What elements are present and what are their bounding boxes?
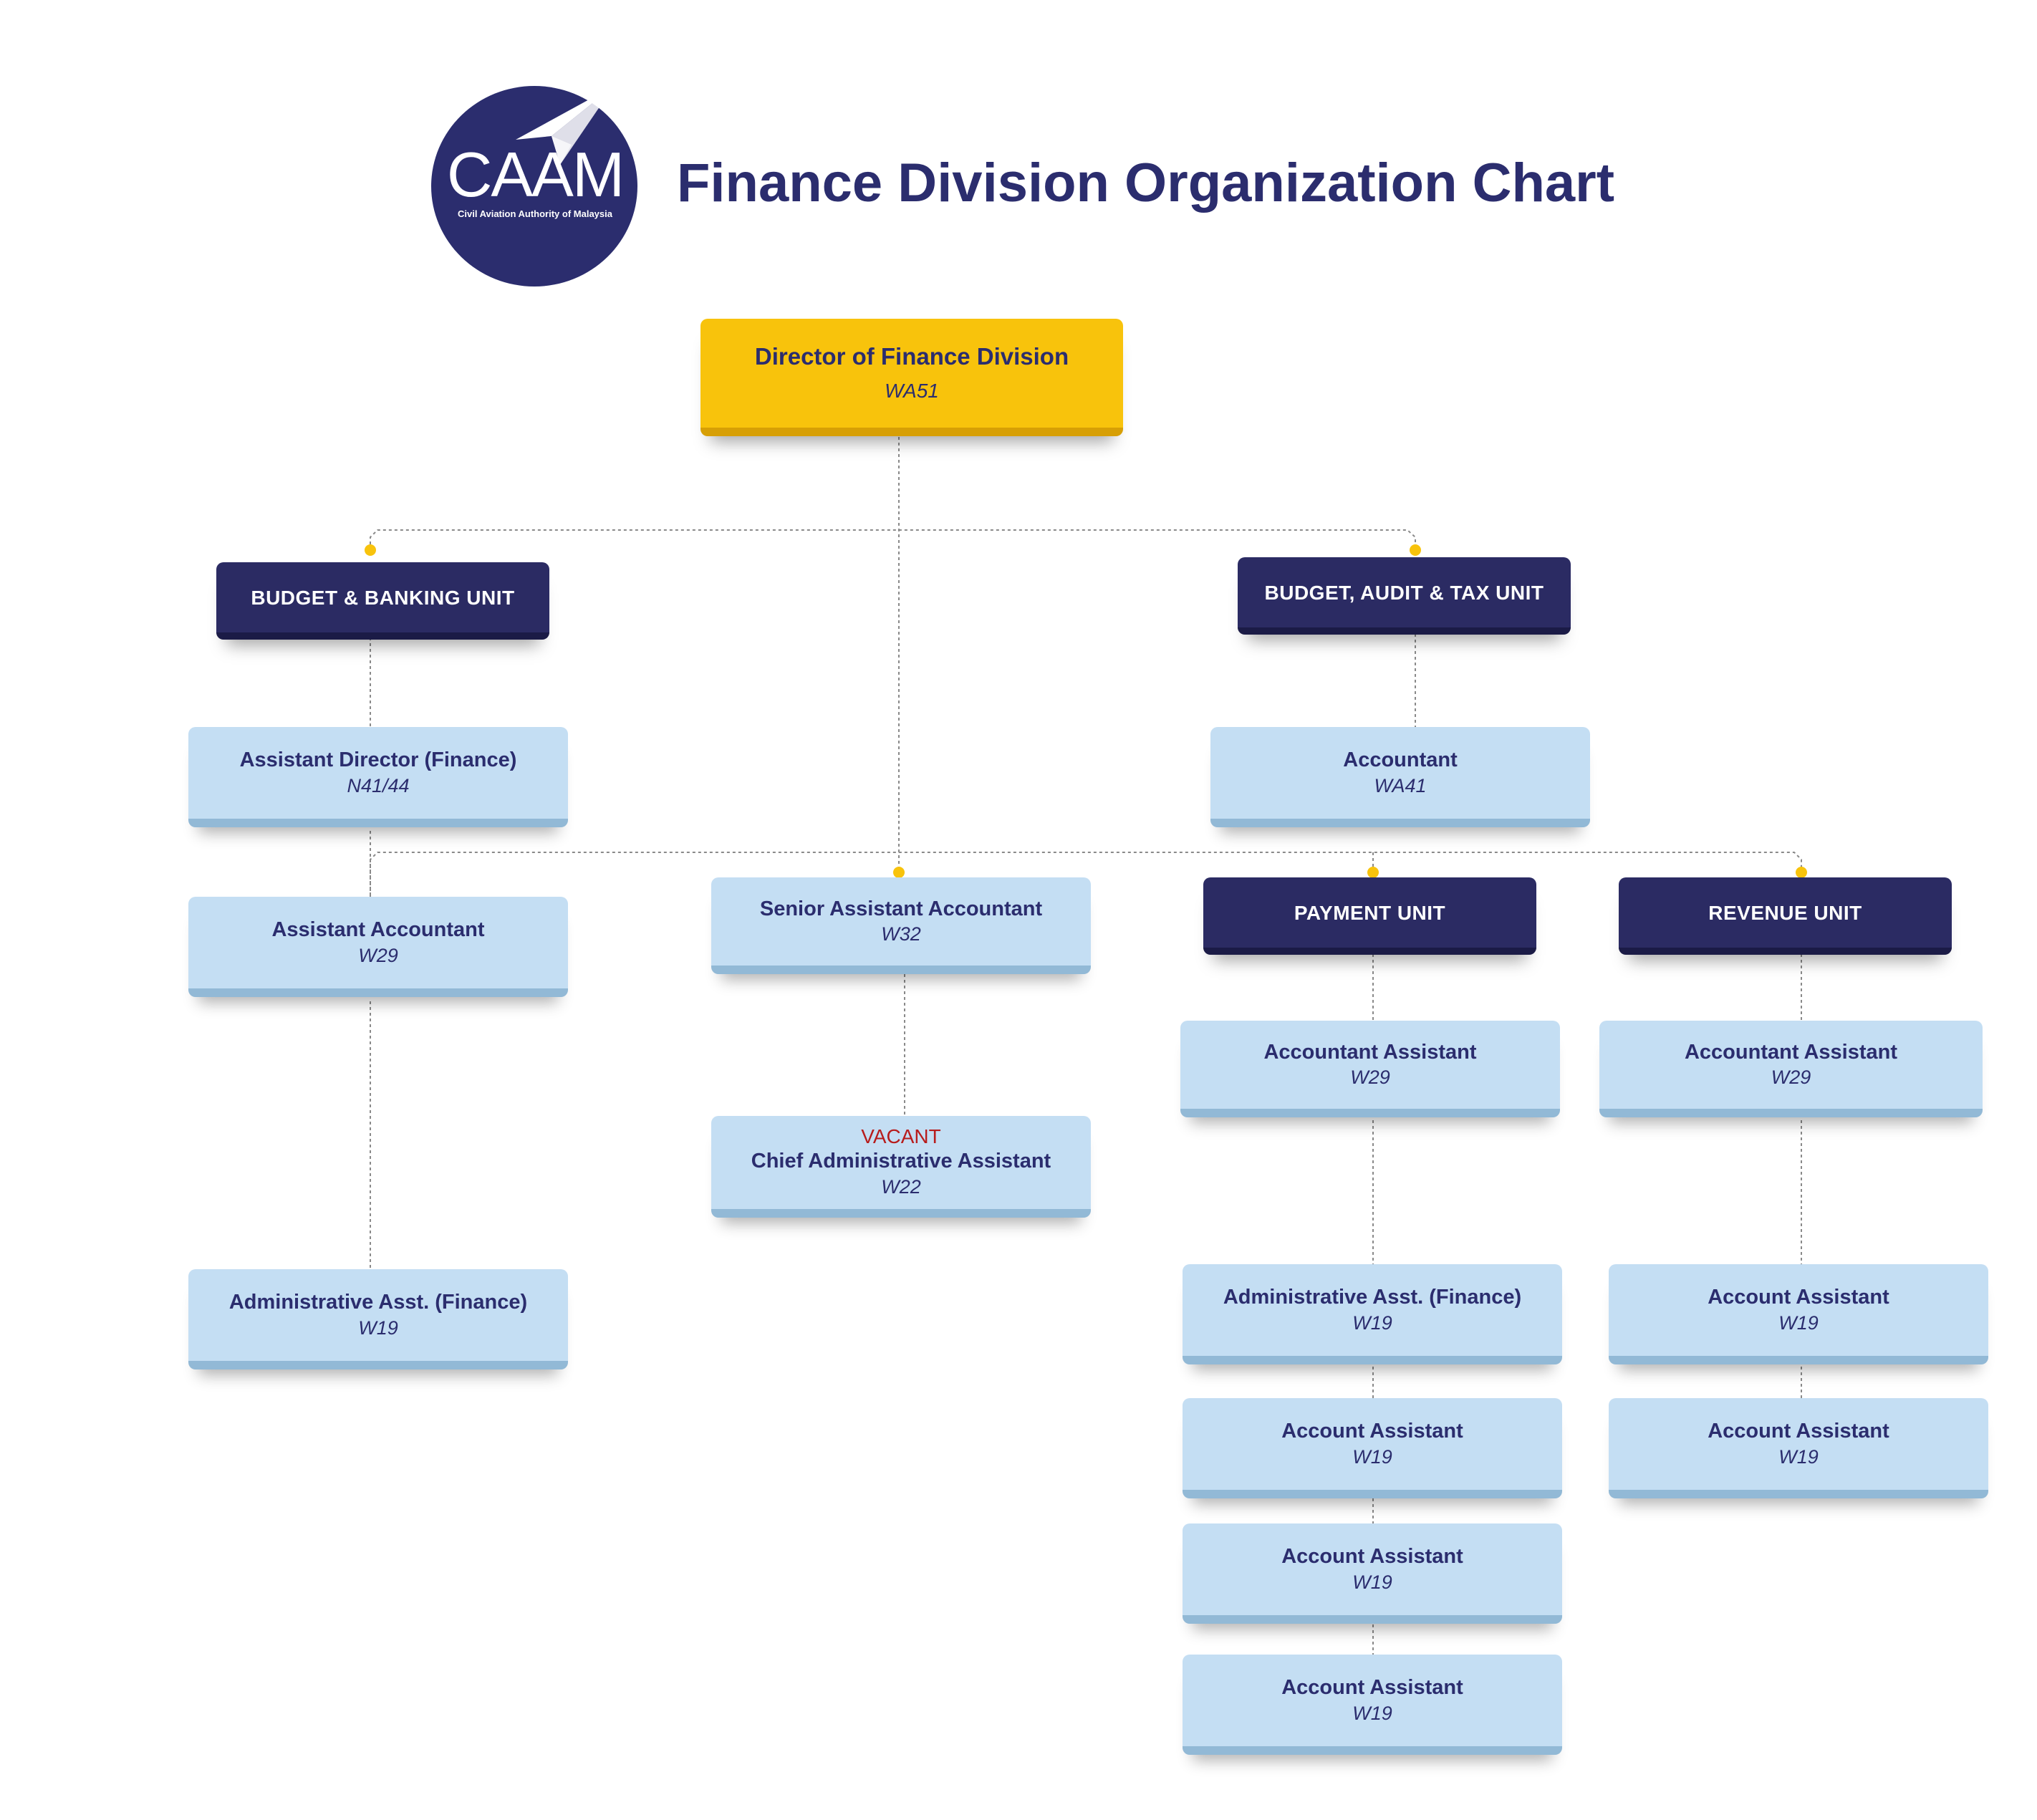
position-title: Account Assistant <box>1281 1420 1463 1443</box>
chief-administrative-assistant-box: VACANT Chief Administrative Assistant W2… <box>711 1116 1091 1218</box>
assistant-director-box: Assistant Director (Finance) N41/44 <box>188 727 568 827</box>
accountant-box: Accountant WA41 <box>1210 727 1590 827</box>
logo-subtext: Civil Aviation Authority of Malaysia <box>458 208 612 219</box>
director-grade: WA51 <box>885 380 939 403</box>
position-grade: W19 <box>1352 1571 1392 1593</box>
position-grade: W29 <box>1771 1067 1811 1089</box>
position-title: Chief Administrative Assistant <box>751 1150 1051 1173</box>
position-grade: W19 <box>1352 1702 1392 1724</box>
position-title: Accountant Assistant <box>1263 1040 1477 1064</box>
position-grade: W19 <box>1778 1311 1819 1334</box>
senior-assistant-accountant-box: Senior Assistant Accountant W32 <box>711 877 1091 974</box>
director-title: Director of Finance Division <box>754 343 1069 370</box>
unit-label: BUDGET & BANKING UNIT <box>251 586 515 609</box>
position-grade: W19 <box>1352 1311 1392 1334</box>
budget-audit-tax-unit: BUDGET, AUDIT & TAX UNIT <box>1238 557 1571 635</box>
position-grade: W19 <box>358 1316 398 1339</box>
position-title: Account Assistant <box>1281 1676 1463 1700</box>
assistant-accountant-box: Assistant Accountant W29 <box>188 897 568 997</box>
position-grade: N41/44 <box>347 774 410 796</box>
position-title: Account Assistant <box>1281 1545 1463 1569</box>
position-grade: W22 <box>881 1175 921 1198</box>
revenue-unit: REVENUE UNIT <box>1619 877 1952 955</box>
revenue-account-assistant-box: Account Assistant W19 <box>1609 1398 1988 1498</box>
position-grade: W19 <box>1352 1445 1392 1468</box>
payment-unit: PAYMENT UNIT <box>1203 877 1536 955</box>
position-title: Accountant Assistant <box>1684 1040 1898 1064</box>
position-title: Account Assistant <box>1708 1286 1889 1309</box>
administrative-asst-box: Administrative Asst. (Finance) W19 <box>188 1269 568 1369</box>
position-grade: WA41 <box>1374 774 1427 796</box>
position-grade: W32 <box>881 923 921 945</box>
position-grade: W29 <box>358 944 398 966</box>
unit-label: PAYMENT UNIT <box>1294 901 1446 924</box>
payment-account-assistant-box: Account Assistant W19 <box>1183 1655 1562 1755</box>
vacant-status: VACANT <box>861 1125 941 1148</box>
director-box: Director of Finance Division WA51 <box>700 319 1123 436</box>
position-title: Assistant Director (Finance) <box>239 748 517 772</box>
position-title: Assistant Accountant <box>271 918 485 942</box>
unit-label: BUDGET, AUDIT & TAX UNIT <box>1264 581 1544 604</box>
payment-administrative-asst-box: Administrative Asst. (Finance) W19 <box>1183 1264 1562 1364</box>
payment-account-assistant-box: Account Assistant W19 <box>1183 1398 1562 1498</box>
caam-logo: CAAM Civil Aviation Authority of Malaysi… <box>431 86 637 287</box>
position-title: Administrative Asst. (Finance) <box>228 1291 528 1314</box>
position-title: Account Assistant <box>1708 1420 1889 1443</box>
position-grade: W29 <box>1350 1067 1390 1089</box>
position-grade: W19 <box>1778 1445 1819 1468</box>
page-title: Finance Division Organization Chart <box>677 153 1615 213</box>
budget-banking-unit: BUDGET & BANKING UNIT <box>216 562 549 640</box>
unit-label: REVENUE UNIT <box>1708 901 1862 924</box>
logo-text: CAAM <box>446 139 625 210</box>
position-title: Administrative Asst. (Finance) <box>1223 1286 1522 1309</box>
position-title: Accountant <box>1343 748 1458 772</box>
position-title: Senior Assistant Accountant <box>759 897 1043 920</box>
revenue-accountant-assistant-box: Accountant Assistant W29 <box>1599 1021 1983 1117</box>
payment-account-assistant-box: Account Assistant W19 <box>1183 1523 1562 1624</box>
revenue-account-assistant-box: Account Assistant W19 <box>1609 1264 1988 1364</box>
payment-accountant-assistant-box: Accountant Assistant W29 <box>1180 1021 1560 1117</box>
paper-plane-icon <box>516 86 614 165</box>
